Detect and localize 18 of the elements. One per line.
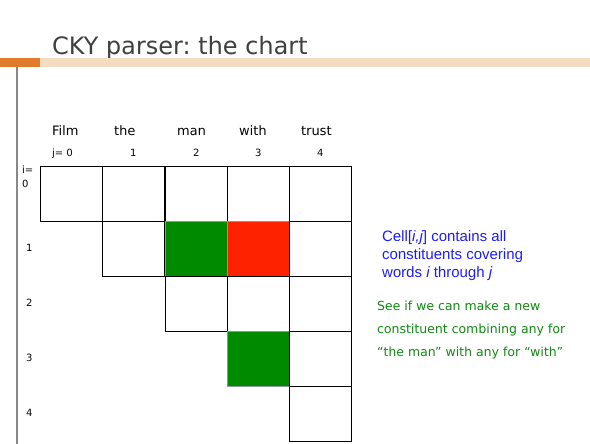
word-label: the: [114, 124, 136, 139]
column-index: j= 0: [52, 148, 73, 159]
column-index: 1: [130, 148, 136, 159]
row-index: 2: [26, 298, 32, 309]
row-index: i= 0: [22, 164, 34, 192]
note-text: See if we can make a new constituent combining any for “the man” with any for “with”: [377, 297, 566, 361]
slide-title: CKY parser: the chart: [52, 32, 308, 60]
row-index: 1: [26, 243, 32, 254]
word-label: with: [239, 124, 267, 139]
row-index: 3: [26, 353, 32, 364]
row-index: 4: [26, 408, 32, 419]
word-label: man: [177, 124, 206, 139]
word-label: trust: [301, 124, 332, 139]
column-index: 2: [193, 148, 200, 159]
column-index: 3: [255, 148, 262, 159]
note-text: Cell[i,j] contains all constituents covering words i through j: [382, 228, 524, 282]
column-index: 4: [317, 148, 324, 159]
word-label: Film: [52, 124, 78, 139]
